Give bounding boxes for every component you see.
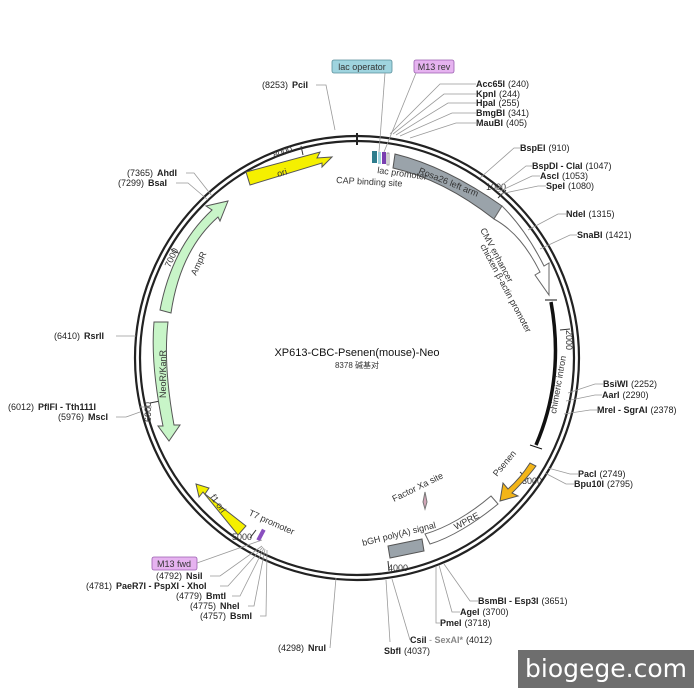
- lac-operator-box: [331, 59, 393, 74]
- site-pmei: PmeI(3718): [440, 618, 491, 628]
- feature-ori-label: ori: [276, 167, 288, 179]
- site-nhei: (4775)NheI: [190, 601, 240, 611]
- feature-ampr-label: AmpR: [189, 250, 209, 277]
- feature-intron-end: [529, 444, 543, 450]
- feature-cba-label: chicken β-actin promoter: [478, 242, 533, 334]
- site-bmti: (4779)BmtI: [176, 591, 226, 601]
- site-kpni: KpnI(244): [476, 89, 520, 99]
- site-ahdi: (7365)AhdI: [127, 168, 177, 178]
- lac-operator-box-label: lac operator: [338, 62, 386, 72]
- feature-factorxa-marker: [422, 491, 428, 511]
- site-hpai: HpaI(255): [476, 98, 520, 108]
- feature-intron-label: chimeric intron: [548, 355, 568, 414]
- feature-t7-marker: [256, 528, 266, 542]
- feature-cap-marker: [372, 151, 377, 163]
- m13rev-box: [413, 59, 455, 74]
- site-nrui: (4298)NruI: [278, 643, 326, 653]
- feature-rosa26-label: Rosa26 left arm: [417, 166, 480, 199]
- feature-lac-promoter-marker: [386, 152, 390, 166]
- site-ndei: NdeI(1315): [566, 209, 615, 219]
- tick-label-6000: 6000: [143, 402, 153, 422]
- feature-wpre-label: WPRE: [452, 510, 481, 532]
- m13fwd-box-label: M13 fwd: [157, 559, 191, 569]
- tick-label-2000: 2000: [564, 330, 574, 350]
- tick-label-1000: 1000: [486, 182, 506, 192]
- m13fwd-leader: [196, 539, 263, 564]
- site-agei: AgeI(3700): [460, 607, 509, 617]
- site-bspdi-clai: BspDI - ClaI(1047): [532, 161, 612, 171]
- m13fwd-box: [151, 556, 198, 571]
- feature-neokanr-label: NeoR/KanR: [158, 349, 168, 398]
- left-leaders: [116, 84, 336, 617]
- tick-label-8000: 8000: [272, 144, 294, 160]
- site-msci: (5976)MscI: [58, 412, 108, 422]
- plasmid-size: 8378 碱基对: [335, 360, 379, 370]
- site-maubi: MauBI(405): [476, 118, 527, 128]
- site-pcii: (8253)PciI: [262, 80, 308, 90]
- site-bspei: BspEI(910): [520, 143, 570, 153]
- site-aari: AarI(2290): [602, 390, 649, 400]
- feature-psenen-label: Psenen: [491, 448, 518, 478]
- site-bsmbi-esp3i: BsmBI - Esp3I(3651): [478, 596, 568, 606]
- feature-bgh-box: [387, 538, 425, 559]
- feature-wpre-arrow: [424, 495, 499, 545]
- left-site-labels: (8253)PciI (7365)AhdI (7299)BsaI (6410)R…: [8, 80, 308, 621]
- site-spei: SpeI(1080): [546, 181, 594, 191]
- site-csii-sexai: CsiI - SexAI*(4012): [410, 635, 492, 645]
- site-asci: AscI(1053): [540, 171, 588, 181]
- tick-label-3000: 3000: [522, 476, 542, 486]
- feature-f1ori-arrow: [195, 483, 247, 536]
- site-paci: PacI(2749): [578, 469, 626, 479]
- site-bsiwi: BsiWI(2252): [603, 379, 657, 389]
- feature-factorxa-label: Factor Xa site: [390, 470, 444, 503]
- site-bpu10i: Bpu10I(2795): [574, 479, 633, 489]
- feature-lac-operator-marker: [378, 152, 381, 164]
- site-mrei-sgrai: MreI - SgrAI(2378): [597, 405, 677, 415]
- site-bsmi: (4757)BsmI: [200, 611, 252, 621]
- site-snabi: SnaBI(1421): [577, 230, 632, 240]
- site-paer7i-pspxi-xhoi: (4781)PaeR7I - PspXI - XhoI: [86, 581, 207, 591]
- m13rev-leader: [383, 72, 417, 153]
- lac-operator-leader: [378, 72, 386, 153]
- right-leaders: [329, 83, 603, 649]
- site-nsii: (4792)NsiI: [156, 571, 203, 581]
- feature-psenen-arrow: [499, 462, 537, 502]
- feature-neokanr-arrow: [152, 321, 181, 442]
- right-site-labels: Acc65I(240) KpnI(244) HpaI(255) BmgBI(34…: [278, 79, 677, 656]
- feature-m13rev-marker: [382, 152, 386, 164]
- site-rsrii: (6410)RsrII: [54, 331, 104, 341]
- site-sbfi: SbfI(4037): [384, 646, 430, 656]
- feature-cmv-cba-arrow: [493, 205, 550, 297]
- m13rev-box-label: M13 rev: [418, 62, 451, 72]
- plasmid-name: XP613-CBC-Psenen(mouse)-Neo: [274, 347, 439, 359]
- site-acc65i: Acc65I(240): [476, 79, 529, 89]
- site-bmgbi: BmgBI(341): [476, 108, 529, 118]
- watermark: biogege.com: [518, 650, 694, 688]
- feature-ampr-arrow: [159, 200, 229, 314]
- site-pflfi-tth111i: (6012)PflFI - Tth111I: [8, 402, 96, 412]
- feature-ori-arrow: [245, 151, 334, 186]
- feature-cap-label: CAP binding site: [336, 175, 403, 188]
- tick-label-5000: 5000: [232, 532, 252, 542]
- feature-intron-arc: [534, 301, 558, 446]
- tick-label-4000: 4000: [388, 563, 408, 573]
- site-bsai: (7299)BsaI: [118, 178, 167, 188]
